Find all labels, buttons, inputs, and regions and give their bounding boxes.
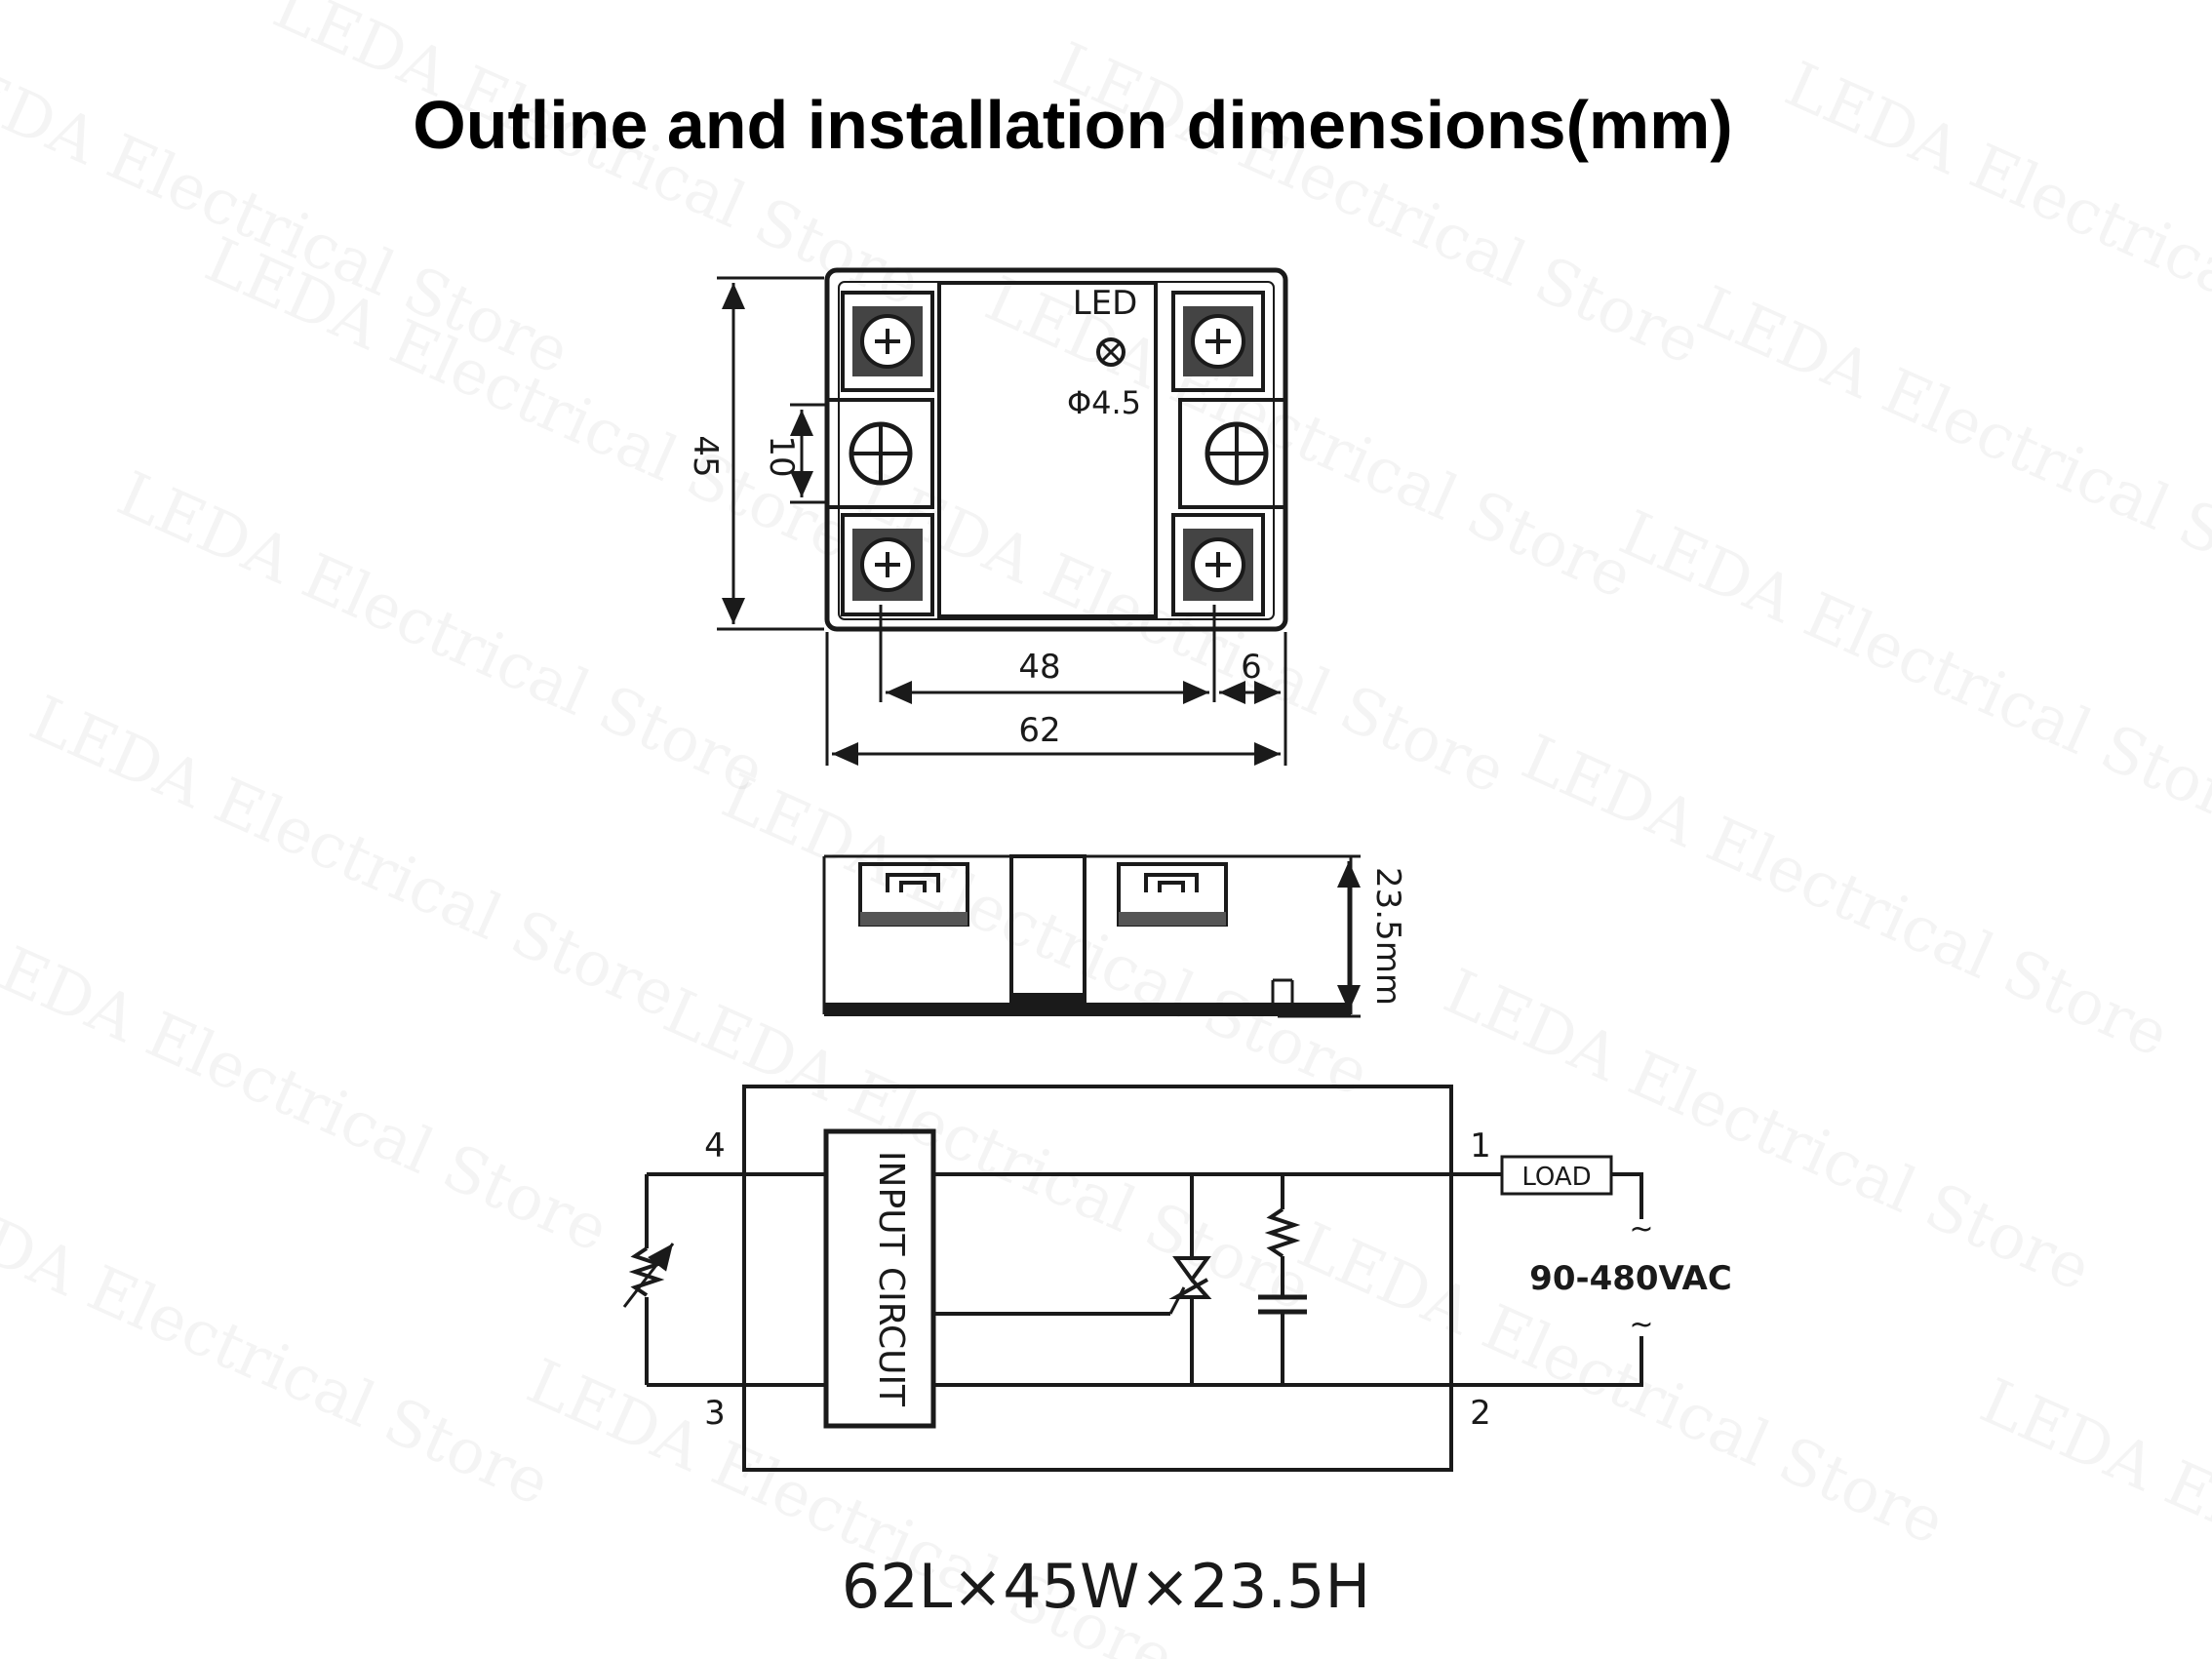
relay-housing (742, 1085, 1453, 1472)
screw-terminal (1171, 513, 1265, 616)
dim-height-23-5: 23.5mm (1368, 867, 1407, 1006)
circuit-diagram (622, 1085, 1643, 1472)
dim-edge-6: 6 (1241, 648, 1262, 687)
snubber-capacitor (1258, 1294, 1307, 1315)
dim-height-45: 45 (686, 435, 725, 477)
variable-resistor (628, 1246, 665, 1297)
screw-terminal (1171, 291, 1265, 392)
terminal-4: 4 (704, 1126, 726, 1165)
ac-symbol-bottom: ~ (1629, 1308, 1653, 1342)
relay-body-outline (824, 267, 1288, 632)
side-view (822, 854, 1361, 1018)
dim-length-62: 62 (1018, 711, 1060, 750)
terminal-2: 2 (1470, 1394, 1491, 1433)
center-panel (937, 281, 1158, 618)
dimensions-footer: 62L×45W×23.5H (841, 1551, 1371, 1622)
terminal-1: 1 (1470, 1126, 1491, 1165)
page-title: Outline and installation dimensions(mm) (413, 87, 1733, 163)
screw-terminal (841, 291, 934, 392)
terminal-3: 3 (704, 1394, 726, 1433)
top-view (717, 267, 1288, 766)
thyristor-symbol (1168, 1256, 1212, 1299)
dim-hole-spacing-48: 48 (1018, 648, 1060, 687)
load-label: LOAD (1521, 1163, 1591, 1192)
input-circuit-label: INPUT CIRCUIT (871, 1151, 911, 1407)
input-circuit-block (823, 1128, 936, 1429)
dim-mount-hole-10: 10 (762, 435, 801, 477)
side-body-base (824, 1003, 1351, 1016)
ac-symbol-top: ~ (1629, 1212, 1653, 1246)
mounting-hole (827, 398, 934, 509)
mounting-hole (1178, 398, 1285, 509)
voltage-label: 90-480VAC (1529, 1259, 1732, 1298)
led-indicator (1096, 337, 1126, 367)
snubber-resistor (1264, 1207, 1301, 1258)
led-label: LED (1073, 284, 1138, 323)
led-diameter-label: Φ4.5 (1067, 384, 1141, 421)
screw-terminal (841, 513, 934, 616)
